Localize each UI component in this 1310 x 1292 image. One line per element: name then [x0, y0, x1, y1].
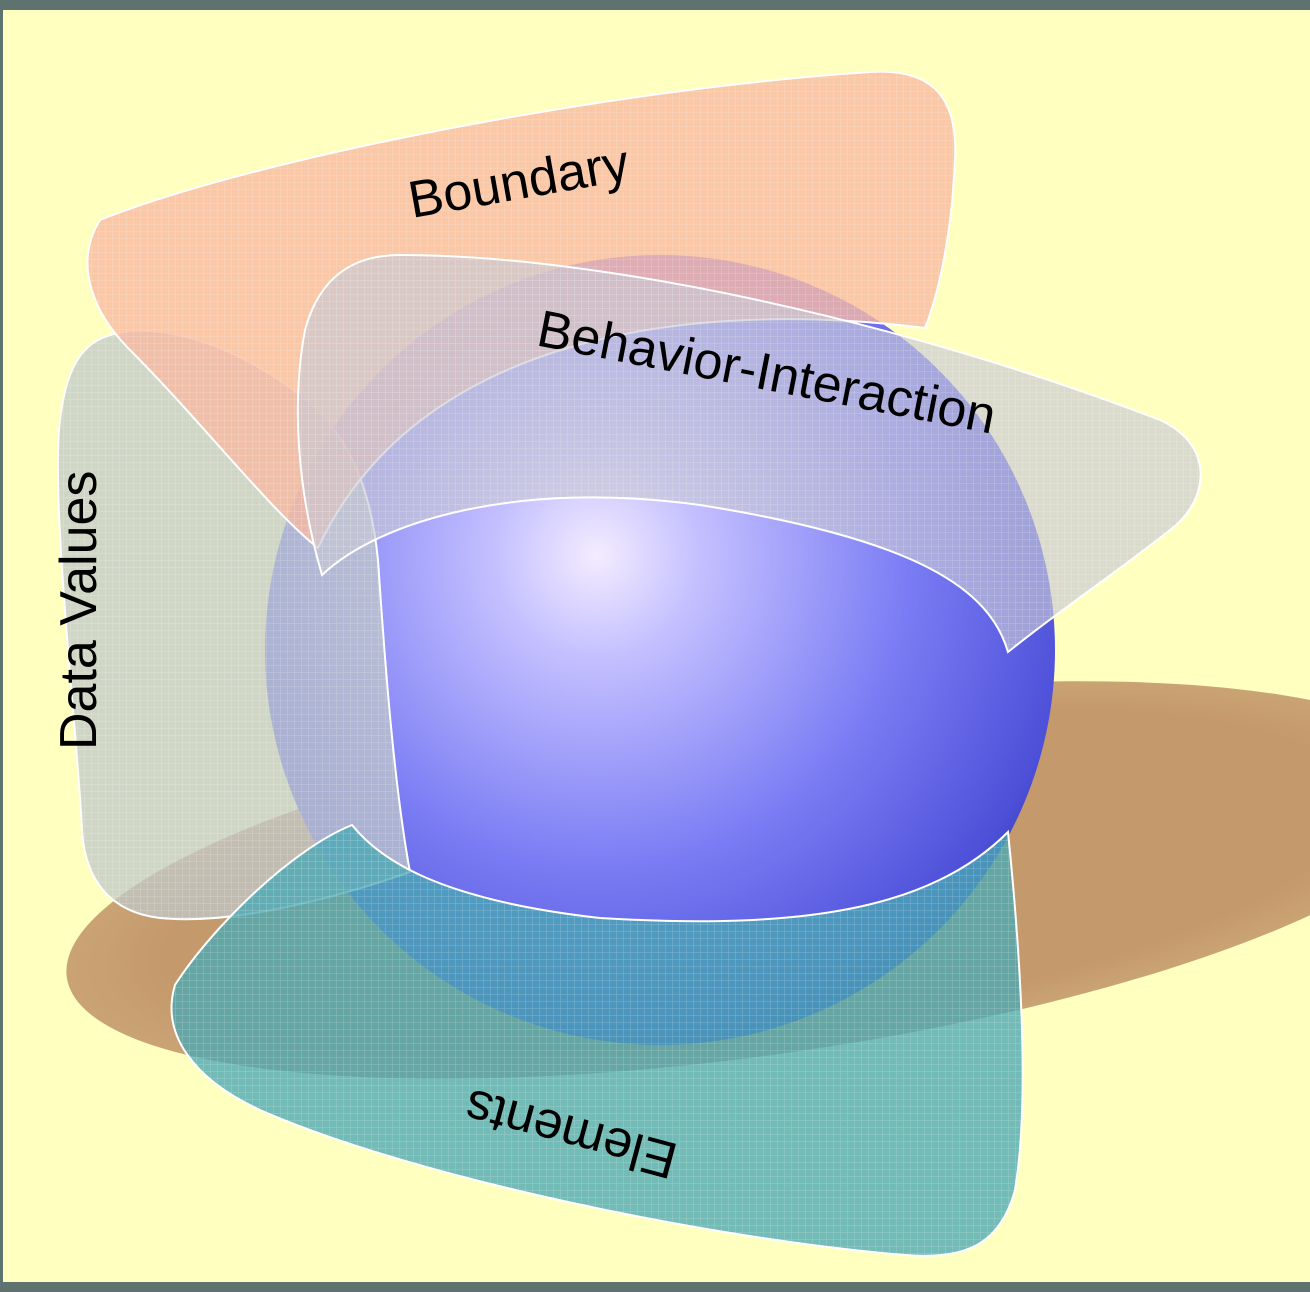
behavior-interaction-grid — [297, 255, 1201, 652]
data-values-label: Data Values — [50, 471, 108, 750]
elements-grid — [171, 825, 1023, 1256]
behavior-interaction-region: Behavior-Interaction — [296, 253, 1202, 654]
elements-region: Elements — [170, 823, 1024, 1257]
